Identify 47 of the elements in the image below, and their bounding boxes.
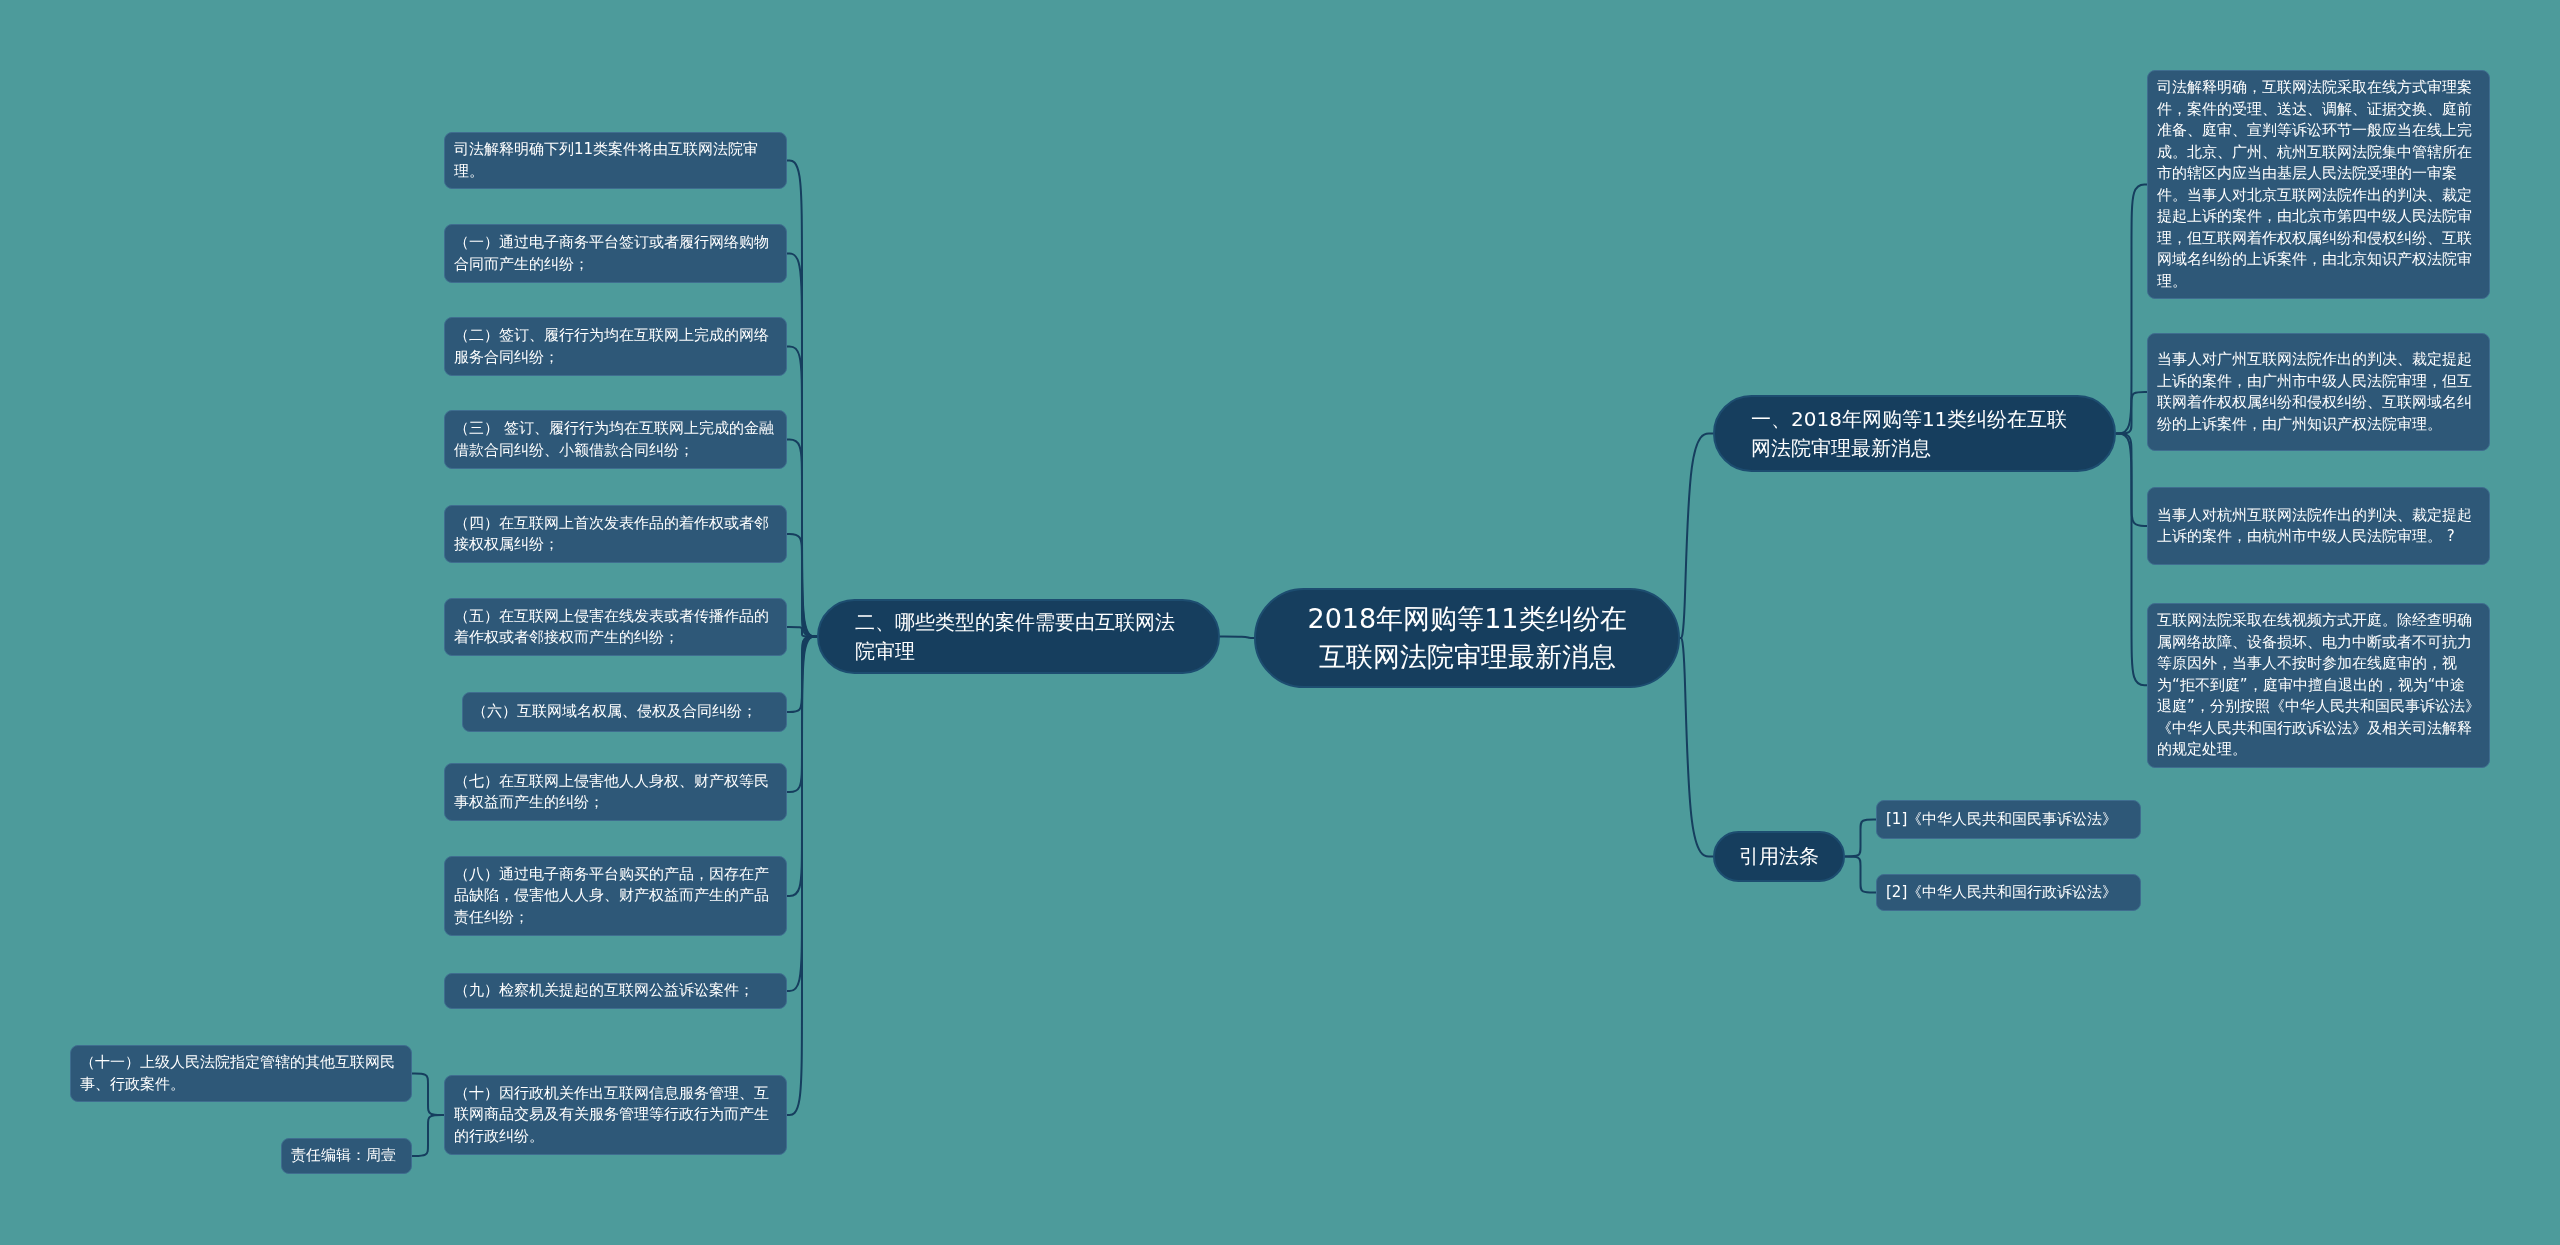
connector-line <box>2115 432 2148 687</box>
topic-text: 当事人对杭州互联网法院作出的判决、裁定提起上诉的案件，由杭州市中级人民法院审理。 ? <box>2157 504 2473 547</box>
connector-line <box>1219 635 1255 639</box>
topic-text: 二、哪些类型的案件需要由互联网法院审理 <box>855 608 1176 665</box>
connector-line <box>1679 432 1714 639</box>
connector-line <box>1844 855 1877 894</box>
topic-text: （二）签订、履行行为均在互联网上完成的网络服务合同纠纷； <box>454 325 770 368</box>
topic-text: 司法解释明确，互联网法院采取在线方式审理案件，案件的受理、送达、调解、证据交换、庭前准备、庭审、宣判等诉讼环节一般应当在线上完成。北京、广州、杭州互联网法院集中管辖所在市的辖区内应当由基层人民法院受理的一审案件。当事人对北京互联网法院作出的判决、裁定提起上诉的案件，由北京市第四中级人民法院审理，但互联网着作权权属纠纷和侵权纠纷、互联网域名纠纷的上诉案件，由北京知识产权法院审理。 <box>2157 77 2473 292</box>
topic-text: （四）在互联网上首次发表作品的着作权或者邻接权权属纠纷； <box>454 512 770 555</box>
topic-box <box>444 317 787 376</box>
topic-text: （六）互联网域名权属、侵权及合同纠纷； <box>472 701 757 723</box>
topic-text: [1]《中华人民共和国民事诉讼法》 <box>1886 808 2118 830</box>
topic-text: 2018年网购等11类纠纷在互联网法院审理最新消息 <box>1306 602 1628 674</box>
topic-box <box>1876 874 2141 911</box>
topic-text: 责任编辑：周壹 <box>291 1145 396 1167</box>
topic-text: （九）检察机关提起的互联网公益诉讼案件； <box>454 980 754 1002</box>
topic-box <box>2147 487 2490 565</box>
topic-box <box>281 1138 412 1174</box>
topic-text: 引用法条 <box>1739 843 1819 870</box>
topic-text: （十）因行政机关作出互联网信息服务管理、互联网商品交易及有关服务管理等行政行为而产生的行政纠纷。 <box>454 1082 770 1147</box>
topic-box <box>462 692 787 732</box>
branch-topic <box>1713 831 1845 882</box>
topic-text: （一）通过电子商务平台签订或者履行网络购物合同而产生的纠纷； <box>454 232 770 275</box>
topic-box <box>444 132 787 189</box>
topic-text: （八）通过电子商务平台购买的产品，因存在产品缺陷，侵害他人人身、财产权益而产生的产品责任纠纷； <box>454 863 770 928</box>
topic-text: 当事人对广州互联网法院作出的判决、裁定提起上诉的案件，由广州市中级人民法院审理，但互联网着作权权属纠纷和侵权纠纷、互联网域名纠纷的上诉案件，由广州知识产权法院审理。 <box>2157 349 2473 435</box>
topic-box <box>70 1045 412 1102</box>
topic-text: （三） 签订、履行行为均在互联网上完成的金融借款合同纠纷、小额借款合同纠纷； <box>454 418 775 461</box>
topic-box <box>444 1075 787 1155</box>
topic-text: （五）在互联网上侵害在线发表或者传播作品的着作权或者邻接权而产生的纠纷； <box>454 605 770 648</box>
central-topic <box>1254 588 1680 688</box>
topic-box <box>444 410 787 469</box>
topic-text: [2]《中华人民共和国行政诉讼法》 <box>1886 881 2118 903</box>
topic-box <box>444 505 787 563</box>
topic-text: 互联网法院采取在线视频方式开庭。除经查明确属网络故障、设备损坏、电力中断或者不可抗力等原因外，当事人不按时参加在线庭审的，视为“拒不到庭”，庭审中擅自退出的，视为“中途退庭”，分别按照《中华人民共和国民事诉讼法》《中华人民共和国行政诉讼法》及相关司法解释的规定处理。 <box>2157 610 2480 760</box>
topic-box <box>444 856 787 936</box>
topic-text: 司法解释明确下列11类案件将由互联网法院审理。 <box>454 139 760 182</box>
topic-text: （七）在互联网上侵害他人人身权、财产权等民事权益而产生的纠纷； <box>454 770 770 813</box>
topic-box <box>2147 333 2490 451</box>
connector-line <box>1679 637 1714 858</box>
topic-box <box>444 763 787 821</box>
topic-box <box>444 598 787 656</box>
topic-text: 一、2018年网购等11类纠纷在互联网法院审理最新消息 <box>1751 405 2069 462</box>
topic-text: （十一）上级人民法院指定管辖的其他互联网民事、行政案件。 <box>80 1052 396 1095</box>
topic-box <box>1876 800 2141 839</box>
topic-box <box>444 973 787 1009</box>
topic-box <box>444 224 787 283</box>
